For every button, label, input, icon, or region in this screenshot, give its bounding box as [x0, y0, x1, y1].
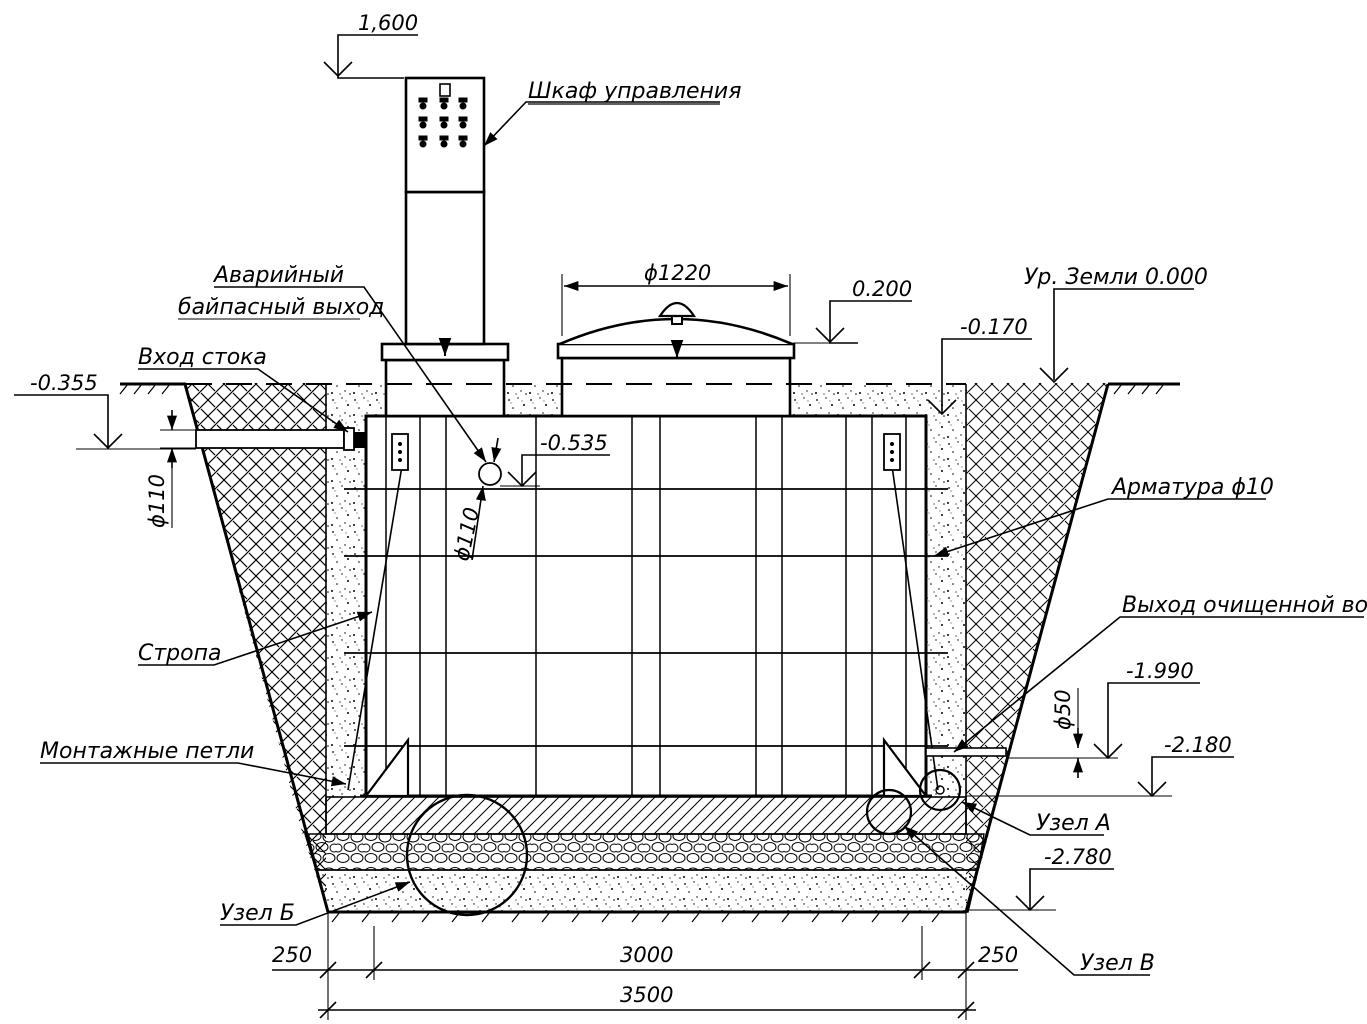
svg-text:-0.355: -0.355 [30, 371, 98, 395]
svg-text:-2.180: -2.180 [1164, 733, 1232, 757]
dim-bottom-lines [272, 912, 1018, 1020]
lid-handle-knob [657, 301, 697, 318]
leader-node-v [903, 825, 1150, 976]
node-a-circle [918, 768, 962, 812]
svg-text:ϕ50: ϕ50 [1051, 689, 1075, 730]
elevation-pit-bottom: -2.780 [966, 845, 1114, 912]
label-rebar: Арматура ϕ10 [1110, 475, 1274, 500]
label-clean-water-outlet: Выход очищенной воды [1122, 593, 1367, 618]
dim-right-wall: 250 [978, 943, 1018, 967]
tank-horizontal-rebar [344, 488, 948, 747]
elevation-tank-bottom: -2.180 [966, 733, 1234, 798]
dim-lid-diameter: ϕ1220 [561, 261, 791, 336]
leader-node-a [961, 801, 1104, 836]
manhole-shaft [560, 356, 792, 418]
svg-text:0.200: 0.200 [852, 277, 912, 301]
cabinet-indicator-icons [418, 83, 468, 148]
node-a-inner [935, 785, 945, 795]
label-inlet: Вход стока [138, 345, 267, 370]
svg-text:-2.780: -2.780 [1044, 845, 1112, 869]
elevation-lid-top: 0.200 [794, 277, 912, 344]
label-mounting-loops: Монтажные петли [40, 739, 254, 764]
sling-left [347, 465, 403, 791]
node-v-circle [865, 788, 913, 836]
elevation-inlet: -0.355 [14, 371, 196, 450]
outlet-pipe [925, 747, 1007, 757]
dim-outlet-diameter: ϕ50 [1051, 688, 1084, 778]
dim-left-wall: 250 [272, 943, 312, 967]
leader-inlet [138, 368, 349, 433]
tank-ribs [385, 416, 907, 796]
label-emergency-bypass-1: Аварийный [212, 263, 344, 288]
svg-text:ϕ1220: ϕ1220 [644, 261, 711, 285]
svg-text:-1.990: -1.990 [1126, 659, 1194, 683]
label-ground-level: Ур. Земли 0.000 [1024, 265, 1208, 290]
leader-rebar [933, 498, 1266, 557]
leader-mounting-loops [40, 762, 347, 787]
leader-clean-water-outlet [953, 616, 1364, 753]
concrete-base-slab [325, 796, 967, 835]
svg-text:ϕ110: ϕ110 [145, 474, 169, 528]
pit-slope-left [183, 383, 330, 913]
ground-level-mark [1039, 367, 1069, 384]
dim-total-width: 3500 [620, 983, 673, 1007]
tank-body [364, 414, 928, 798]
pit-slope-right [964, 383, 1110, 913]
label-node-v: Узел В [1080, 951, 1155, 976]
dim-inner-width: 3000 [620, 943, 673, 967]
sling-bracket-right [883, 433, 901, 471]
label-control-cabinet: Шкаф управления [528, 79, 741, 104]
leader-ground-level [1053, 288, 1194, 380]
label-emergency-bypass-2: байпасный выход [178, 295, 384, 320]
elevation-bypass: -0.535 [500, 431, 610, 488]
ground-ticks-left [119, 383, 171, 395]
label-node-b: Узел Б [220, 901, 295, 926]
cabinet-neck [384, 358, 506, 418]
inlet-pipe [195, 427, 366, 451]
node-b-circle [405, 793, 529, 917]
svg-text:1,600: 1,600 [358, 11, 418, 35]
leader-emergency-bypass [214, 286, 487, 463]
pit-bottom-ticks [331, 911, 941, 923]
elevation-tank-top: -0.170 [927, 315, 1032, 416]
sling-right [891, 465, 939, 791]
bypass-outlet-circle [478, 462, 502, 486]
sand-base-layer [315, 869, 979, 913]
sling-bracket-left [391, 433, 409, 471]
mounting-loop-left [363, 736, 410, 798]
leader-sling [138, 611, 373, 666]
svg-text:-0.170: -0.170 [960, 315, 1028, 339]
leader-control-cabinet [483, 101, 720, 147]
control-cabinet [404, 76, 486, 194]
elevation-cabinet-top: 1,600 [323, 11, 418, 79]
label-sling: Стропа [138, 641, 221, 666]
label-node-a: Узел А [1036, 811, 1111, 836]
ground-ticks-right [1113, 383, 1165, 395]
dim-inlet-diameter: ϕ110 [145, 410, 196, 528]
leader-node-b [220, 881, 411, 926]
svg-text:-0.535: -0.535 [540, 431, 608, 455]
elevation-outlet: -1.990 [1006, 659, 1200, 760]
cabinet-column [404, 190, 486, 346]
